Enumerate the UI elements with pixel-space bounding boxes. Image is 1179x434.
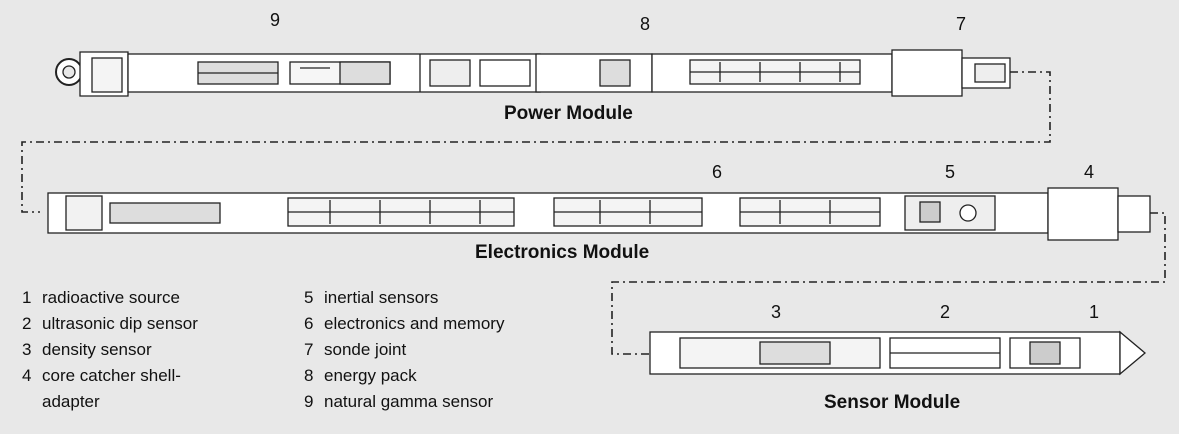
- connector-lines: [21, 71, 1166, 355]
- power-module-drawing: [55, 49, 1011, 97]
- callout-3: 3: [771, 302, 782, 322]
- sensor-module-drawing: [649, 330, 1147, 376]
- callout-4: 4: [1084, 162, 1095, 182]
- electronics-module-title: Electronics Module: [475, 242, 650, 263]
- electronics-module-drawing: [47, 187, 1151, 241]
- callout-6: 6: [712, 162, 723, 182]
- power-module-title: Power Module: [504, 103, 633, 124]
- callout-2: 2: [940, 302, 951, 322]
- legend-item: adapter: [42, 392, 100, 411]
- callout-5: 5: [945, 162, 956, 182]
- sensor-module-title: Sensor Module: [824, 392, 961, 413]
- callout-9: 9: [270, 10, 281, 30]
- callout-1: 1: [1089, 302, 1100, 322]
- callout-8: 8: [640, 14, 651, 34]
- callout-7: 7: [956, 14, 967, 34]
